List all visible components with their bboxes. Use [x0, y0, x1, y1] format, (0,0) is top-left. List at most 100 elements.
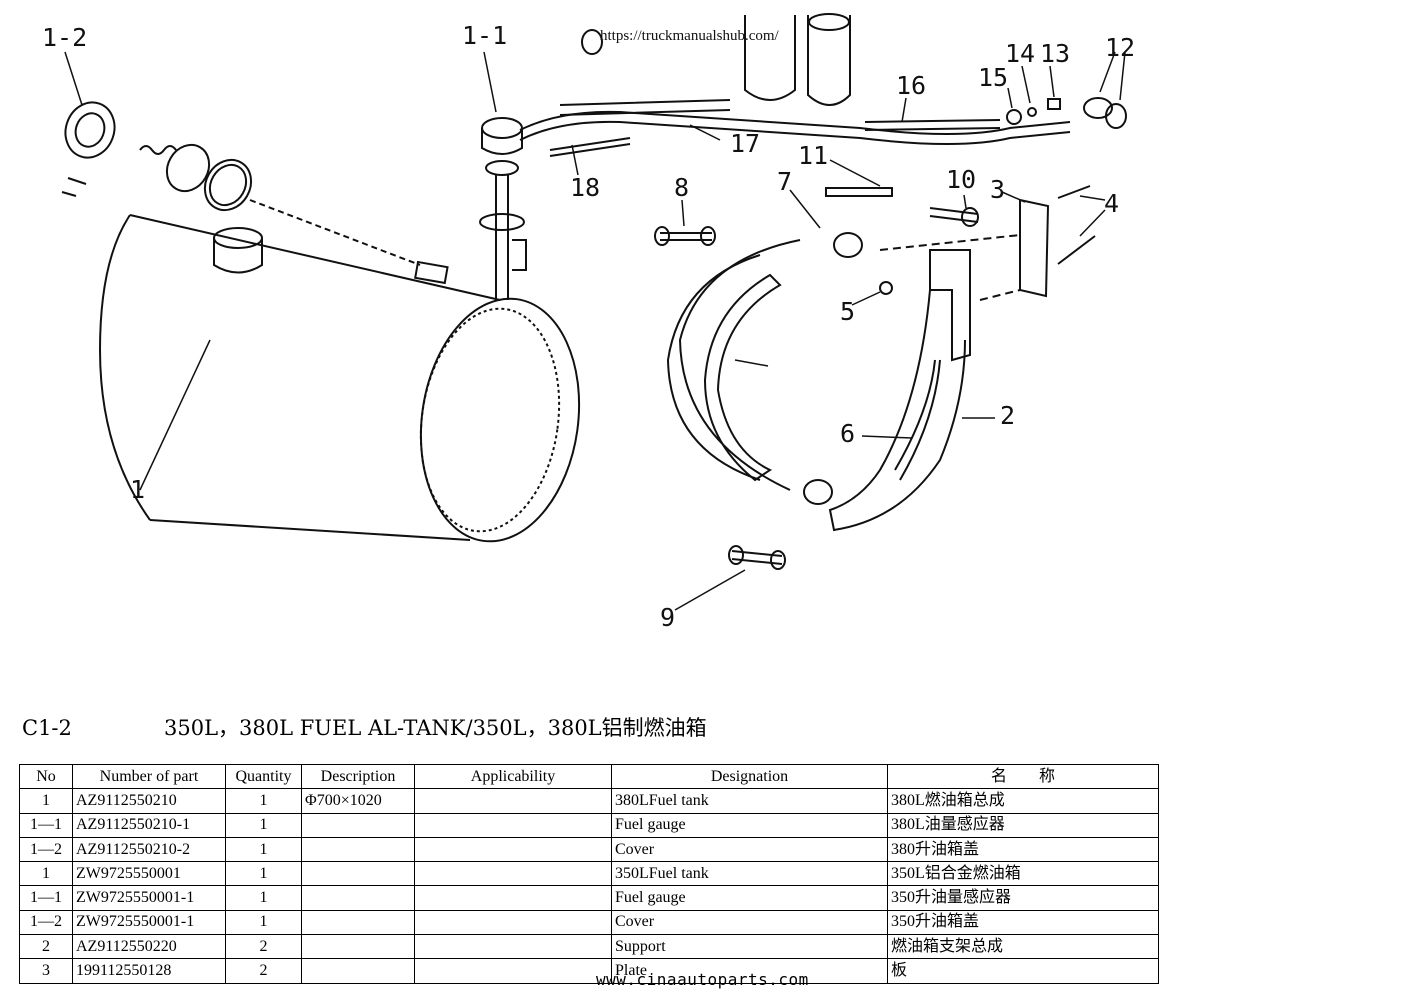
tank-cap-parts [61, 101, 449, 285]
header-chinese-name: 名 称 [887, 763, 1159, 790]
exploded-parts-diagram: 1-2 1-1 14 13 12 15 16 17 11 18 8 7 10 3… [42, 13, 1135, 632]
callout-label: 13 [1040, 39, 1070, 68]
callout-label: 16 [896, 71, 926, 100]
table-row: 2 AZ9112550220 2 Support 燃油箱支架总成 [19, 934, 1159, 960]
table-header-row: No Number of part Quantity Description A… [19, 763, 1159, 790]
callout-label: 3 [990, 175, 1005, 204]
cell-description [301, 909, 415, 936]
cell-chinese-name: 380升油箱盖 [887, 836, 1159, 863]
cell-applicability [414, 958, 612, 984]
header-no: No [19, 763, 73, 790]
table-row: 1—2 AZ9112550210-2 1 Cover 380升油箱盖 [19, 836, 1159, 863]
callout-label: 1-2 [42, 23, 87, 52]
filters [581, 13, 851, 106]
cell-applicability [414, 788, 612, 814]
cell-description [301, 934, 415, 960]
cell-no: 2 [19, 934, 73, 960]
cell-no: 1—1 [19, 812, 73, 838]
callout-label: 6 [840, 419, 855, 448]
cell-chinese-name: 380L油量感应器 [887, 812, 1159, 838]
cell-chinese-name: 燃油箱支架总成 [887, 934, 1159, 960]
bolts [654, 185, 1096, 570]
cell-no: 1 [19, 861, 73, 887]
cell-chinese-name: 350L铝合金燃油箱 [887, 861, 1159, 887]
header-description: Description [301, 763, 415, 790]
cell-designation: Fuel gauge [611, 812, 888, 838]
cell-designation: Support [611, 934, 888, 960]
figure-title: 350L，380L FUEL AL-TANK/350L，380L铝制燃油箱 [164, 716, 707, 740]
cell-no: 3 [19, 958, 73, 984]
cell-quantity: 2 [225, 934, 302, 960]
parts-table: No Number of part Quantity Description A… [19, 763, 1159, 984]
header-applicability: Applicability [414, 763, 612, 790]
cell-part-number: AZ9112550210 [72, 788, 226, 814]
cell-chinese-name: 板 [887, 958, 1159, 984]
cell-no: 1—2 [19, 836, 73, 863]
cell-quantity: 2 [225, 958, 302, 984]
cell-part-number: AZ9112550210-2 [72, 836, 226, 863]
cell-applicability [414, 812, 612, 838]
cell-description [301, 861, 415, 887]
callout-label: 7 [777, 167, 792, 196]
site-watermark: www.cinaautoparts.com [596, 970, 809, 989]
callout-label: 1-1 [462, 21, 507, 50]
callout-label: 4 [1104, 189, 1119, 218]
callout-label: 15 [978, 63, 1008, 92]
table-row: 3 199112550128 2 Plate 板 [19, 958, 1159, 984]
table-row: 1 AZ9112550210 1 Φ700×1020 380LFuel tank… [19, 788, 1159, 814]
fuel-gauge [479, 117, 527, 300]
cell-designation: Cover [611, 836, 888, 863]
cell-designation: 380LFuel tank [611, 788, 888, 814]
callout-label: 10 [946, 165, 976, 194]
cell-quantity: 1 [225, 788, 302, 814]
figure-code: C1-2 [22, 716, 72, 740]
cell-chinese-name: 350升油量感应器 [887, 885, 1159, 911]
figure-caption: C1-2 350L，380L FUEL AL-TANK/350L，380L铝制燃油… [22, 712, 707, 742]
header-part-number: Number of part [72, 763, 226, 790]
cell-quantity: 1 [225, 836, 302, 863]
cell-description [301, 812, 415, 838]
cell-no: 1—2 [19, 909, 73, 936]
cell-applicability [414, 885, 612, 911]
header-designation: Designation [611, 763, 888, 790]
callout-labels: 1-2 1-1 14 13 12 15 16 17 11 18 8 7 10 3… [42, 21, 1135, 632]
callout-label: 17 [730, 129, 760, 158]
cell-description [301, 836, 415, 863]
cell-description [301, 885, 415, 911]
fuel-tank [98, 214, 581, 543]
callout-label: 8 [674, 173, 689, 202]
cell-designation: Cover [611, 909, 888, 936]
cell-designation: 350LFuel tank [611, 861, 888, 887]
callout-label: 5 [840, 297, 855, 326]
cell-part-number: ZW9725550001-1 [72, 885, 226, 911]
cell-part-number: ZW9725550001 [72, 861, 226, 887]
callout-label: 11 [798, 141, 828, 170]
tank-support [666, 198, 1050, 532]
cell-part-number: ZW9725550001-1 [72, 909, 226, 936]
table-row: 1—1 ZW9725550001-1 1 Fuel gauge 350升油量感应… [19, 885, 1159, 911]
cell-description [301, 958, 415, 984]
cell-description: Φ700×1020 [301, 788, 415, 814]
table-row: 1—1 AZ9112550210-1 1 Fuel gauge 380L油量感应… [19, 812, 1159, 838]
cell-no: 1 [19, 788, 73, 814]
cell-chinese-name: 350升油箱盖 [887, 909, 1159, 936]
cell-quantity: 1 [225, 909, 302, 936]
callout-label: 12 [1105, 33, 1135, 62]
callout-label: 1 [130, 475, 145, 504]
callout-label: 2 [1000, 401, 1015, 430]
cell-part-number: AZ9112550210-1 [72, 812, 226, 838]
cell-part-number: AZ9112550220 [72, 934, 226, 960]
cell-chinese-name: 380L燃油箱总成 [887, 788, 1159, 814]
cell-quantity: 1 [225, 861, 302, 887]
cell-applicability [414, 861, 612, 887]
cell-part-number: 199112550128 [72, 958, 226, 984]
fittings [1006, 97, 1127, 129]
cell-applicability [414, 836, 612, 863]
callout-label: 14 [1005, 39, 1035, 68]
cell-designation: Fuel gauge [611, 885, 888, 911]
cell-no: 1—1 [19, 885, 73, 911]
header-quantity: Quantity [225, 763, 302, 790]
table-row: 1—2 ZW9725550001-1 1 Cover 350升油箱盖 [19, 909, 1159, 936]
table-row: 1 ZW9725550001 1 350LFuel tank 350L铝合金燃油… [19, 861, 1159, 887]
cell-quantity: 1 [225, 812, 302, 838]
